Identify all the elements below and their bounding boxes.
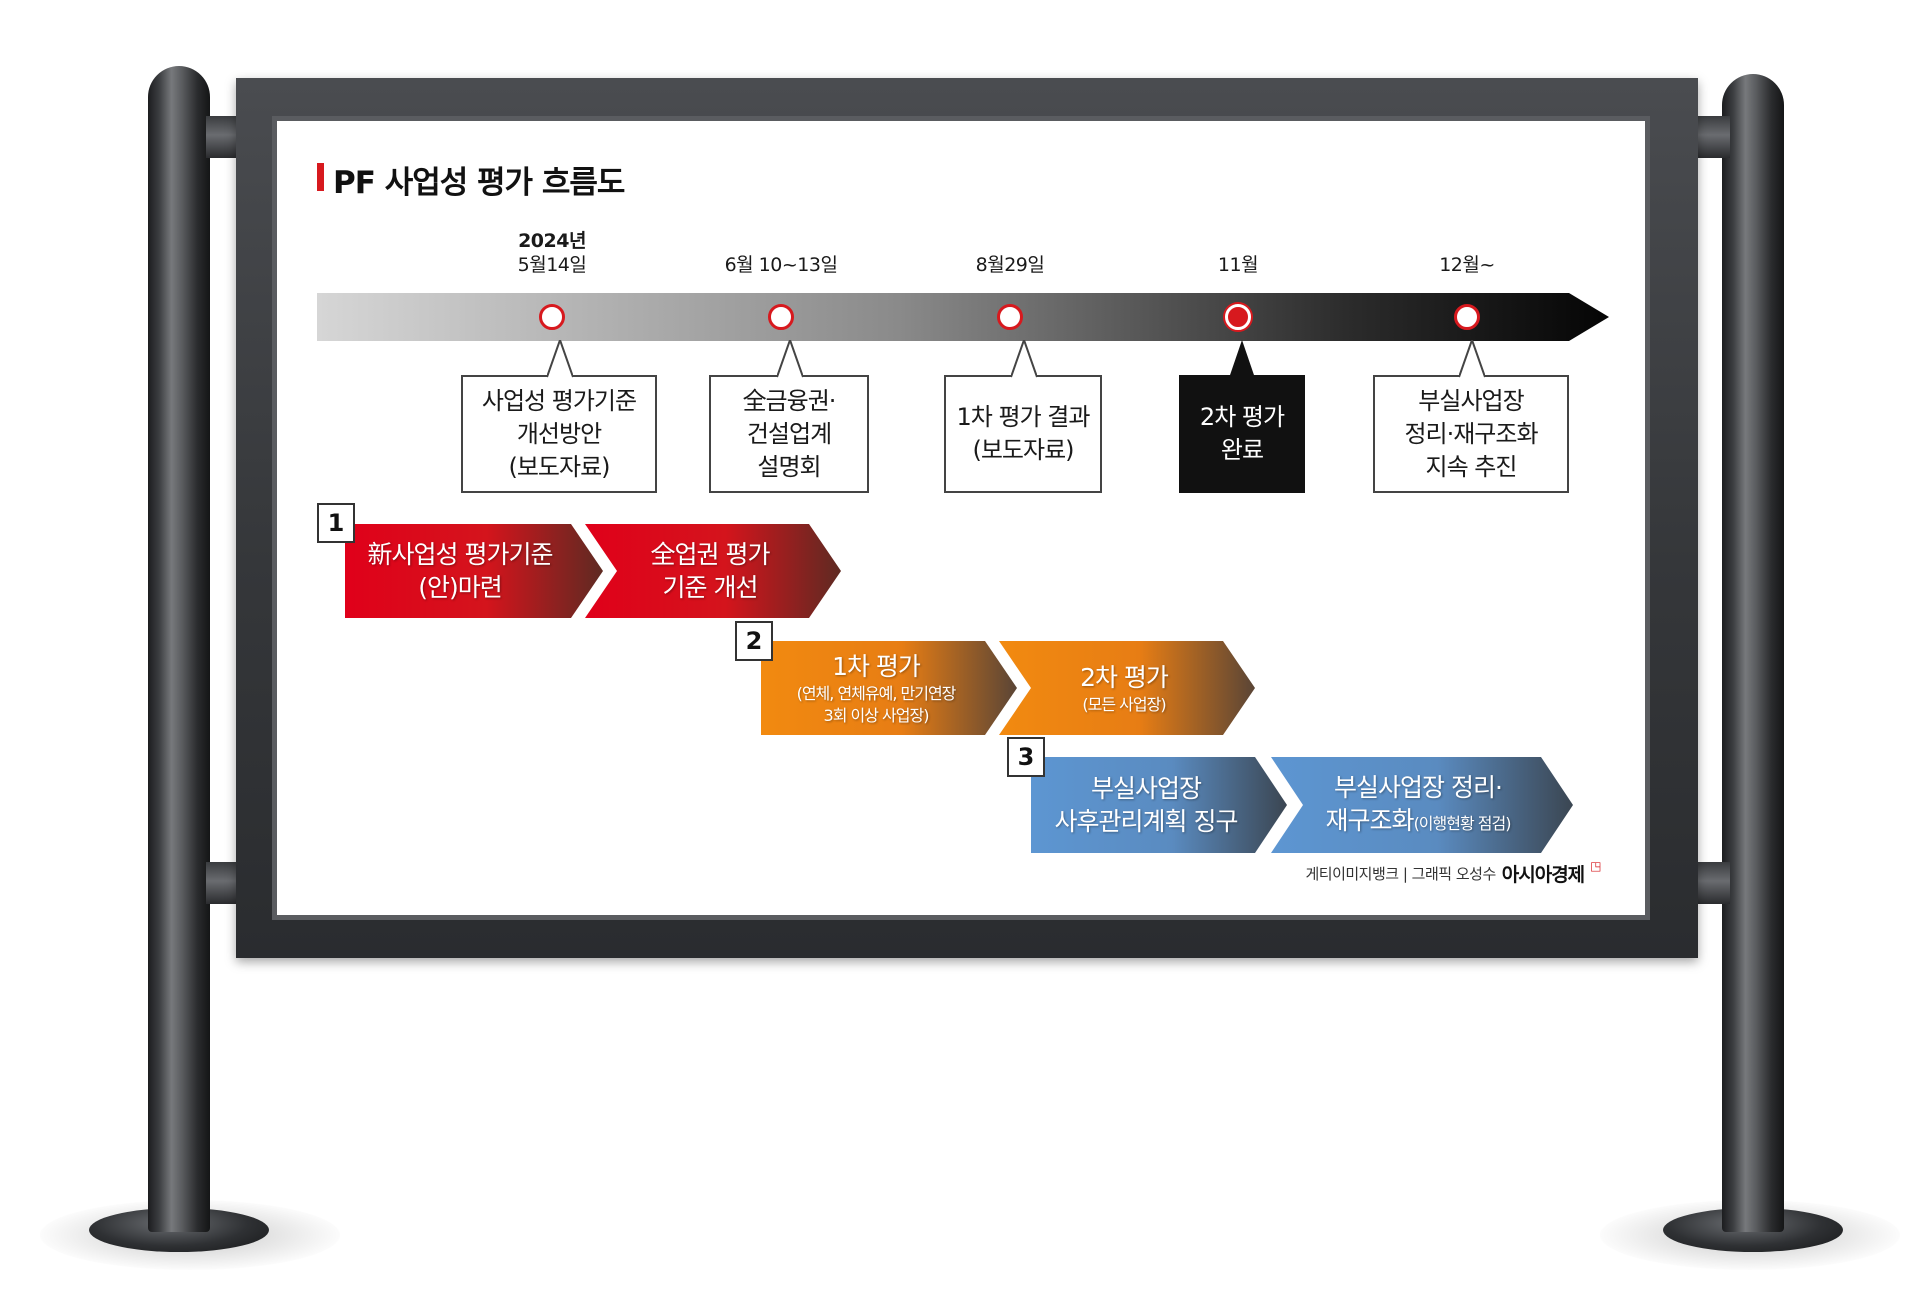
milestone-dot-3 (997, 304, 1023, 330)
arrow-label: 新사업성 평가기준 (367, 540, 554, 569)
callout-line: (보도자료) (508, 452, 610, 481)
milestone-year: 2024년 (518, 230, 586, 252)
callout-line: 全금융권· (742, 386, 837, 415)
callout-line: 정리·재구조화 (1404, 419, 1538, 448)
milestone-date-4: 11월 (1158, 253, 1318, 277)
infographic-board: PF 사업성 평가 흐름도 2024년 5월14일 6월 10~13일 8월29… (277, 121, 1645, 915)
callout-text: 사업성 평가기준 개선방안 (보도자료) (481, 385, 637, 484)
callout-line: 1차 평가 결과 (956, 403, 1091, 431)
callout-line: 사업성 평가기준 (481, 386, 637, 415)
step2-arrow-1: 1차 평가 (연체, 연체유예, 만기연장 3회 이상 사업장) (761, 641, 1017, 735)
callout-3: 1차 평가 결과 (보도자료) (944, 340, 1102, 493)
brand-mark-icon: ◳ (1590, 858, 1601, 873)
arrow-label: 기준 개선 (662, 573, 759, 602)
callout-2: 全금융권· 건설업계 설명회 (709, 340, 869, 493)
arrow-sublabel: 3회 이상 사업장) (823, 705, 930, 725)
milestone-date-1: 2024년 5월14일 (472, 229, 632, 277)
milestone-date-text: 5월14일 (517, 254, 587, 276)
step-number-3: 3 (1007, 737, 1045, 777)
callout-line: 부실사업장 (1418, 386, 1524, 415)
callout-line: 지속 추진 (1425, 452, 1518, 481)
bracket-top-right (1696, 116, 1730, 158)
callout-line: (보도자료) (972, 436, 1074, 464)
arrow-label: (안)마련 (418, 573, 503, 602)
bracket-top-left (206, 116, 240, 158)
title-accent-bar (317, 163, 324, 191)
arrow-label: 부실사업장 정리· (1334, 772, 1503, 802)
arrow-label: 사후관리계획 징구 (1054, 807, 1239, 836)
arrow-label: 全업권 평가 (650, 540, 771, 569)
callout-text: 1차 평가 결과 (보도자료) (956, 401, 1091, 467)
callout-line: 개선방안 (516, 419, 602, 448)
arrow-label-line2: 재구조화(이행현황 점검) (1325, 804, 1512, 840)
page-title: PF 사업성 평가 흐름도 (333, 165, 625, 201)
step2-arrow-2: 2차 평가 (모든 사업장) (999, 641, 1255, 735)
milestone-date-text: 6월 10~13일 (724, 254, 838, 276)
arrow-sublabel: (모든 사업장) (1082, 694, 1166, 714)
callout-line: 건설업계 (746, 419, 832, 448)
milestone-date-3: 8월29일 (930, 253, 1090, 277)
milestone-dot-4-highlight (1225, 304, 1251, 330)
arrow-sublabel: (연체, 연체유예, 만기연장 (796, 683, 957, 703)
arrow-label: 부실사업장 (1090, 774, 1202, 803)
step3-arrow-2: 부실사업장 정리· 재구조화(이행현황 점검) (1271, 757, 1573, 853)
board-bezel: PF 사업성 평가 흐름도 2024년 5월14일 6월 10~13일 8월29… (272, 116, 1650, 920)
callout-5: 부실사업장 정리·재구조화 지속 추진 (1373, 340, 1569, 493)
step1-arrow-1: 新사업성 평가기준 (안)마련 (345, 524, 603, 618)
milestone-date-text: 8월29일 (975, 254, 1045, 276)
right-post (1722, 74, 1784, 1232)
callout-text: 全금융권· 건설업계 설명회 (742, 385, 837, 484)
bracket-bottom-right (1696, 862, 1730, 904)
arrow-label: 1차 평가 (832, 651, 921, 681)
callout-line: 설명회 (757, 452, 821, 481)
milestone-date-text: 12월~ (1439, 254, 1495, 276)
step-number-1: 1 (317, 503, 355, 543)
brand-logo-text: 아시아경제 (1501, 864, 1585, 886)
credit-text: 게티이미지뱅크 | 그래픽 오성수 (1305, 865, 1496, 883)
callout-4-highlight: 2차 평가 완료 (1179, 340, 1305, 493)
milestone-date-5: 12월~ (1387, 253, 1547, 277)
milestone-date-2: 6월 10~13일 (701, 253, 861, 277)
arrow-label: 2차 평가 (1080, 662, 1169, 692)
arrow-label-note: (이행현황 점검) (1413, 813, 1512, 833)
arrow-label-main: 재구조화 (1325, 805, 1415, 835)
credit-line: 게티이미지뱅크 | 그래픽 오성수 아시아경제 ◳ (1305, 858, 1601, 887)
milestone-dot-1 (539, 304, 565, 330)
callout-line: 완료 (1220, 436, 1264, 464)
callout-1: 사업성 평가기준 개선방안 (보도자료) (461, 340, 657, 493)
left-post (148, 66, 210, 1232)
step1-arrow-2: 全업권 평가 기준 개선 (585, 524, 841, 618)
timeline-arrow (317, 293, 1609, 341)
milestone-dot-2 (768, 304, 794, 330)
bracket-bottom-left (206, 862, 240, 904)
callout-text: 2차 평가 완료 (1199, 401, 1285, 467)
milestone-date-text: 11월 (1217, 254, 1259, 276)
board-frame: PF 사업성 평가 흐름도 2024년 5월14일 6월 10~13일 8월29… (236, 78, 1698, 958)
callout-line: 2차 평가 (1199, 403, 1285, 431)
milestone-dot-5 (1454, 304, 1480, 330)
step3-arrow-1: 부실사업장 사후관리계획 징구 (1031, 757, 1287, 853)
callout-text: 부실사업장 정리·재구조화 지속 추진 (1404, 385, 1538, 484)
step-number-2: 2 (735, 621, 773, 661)
